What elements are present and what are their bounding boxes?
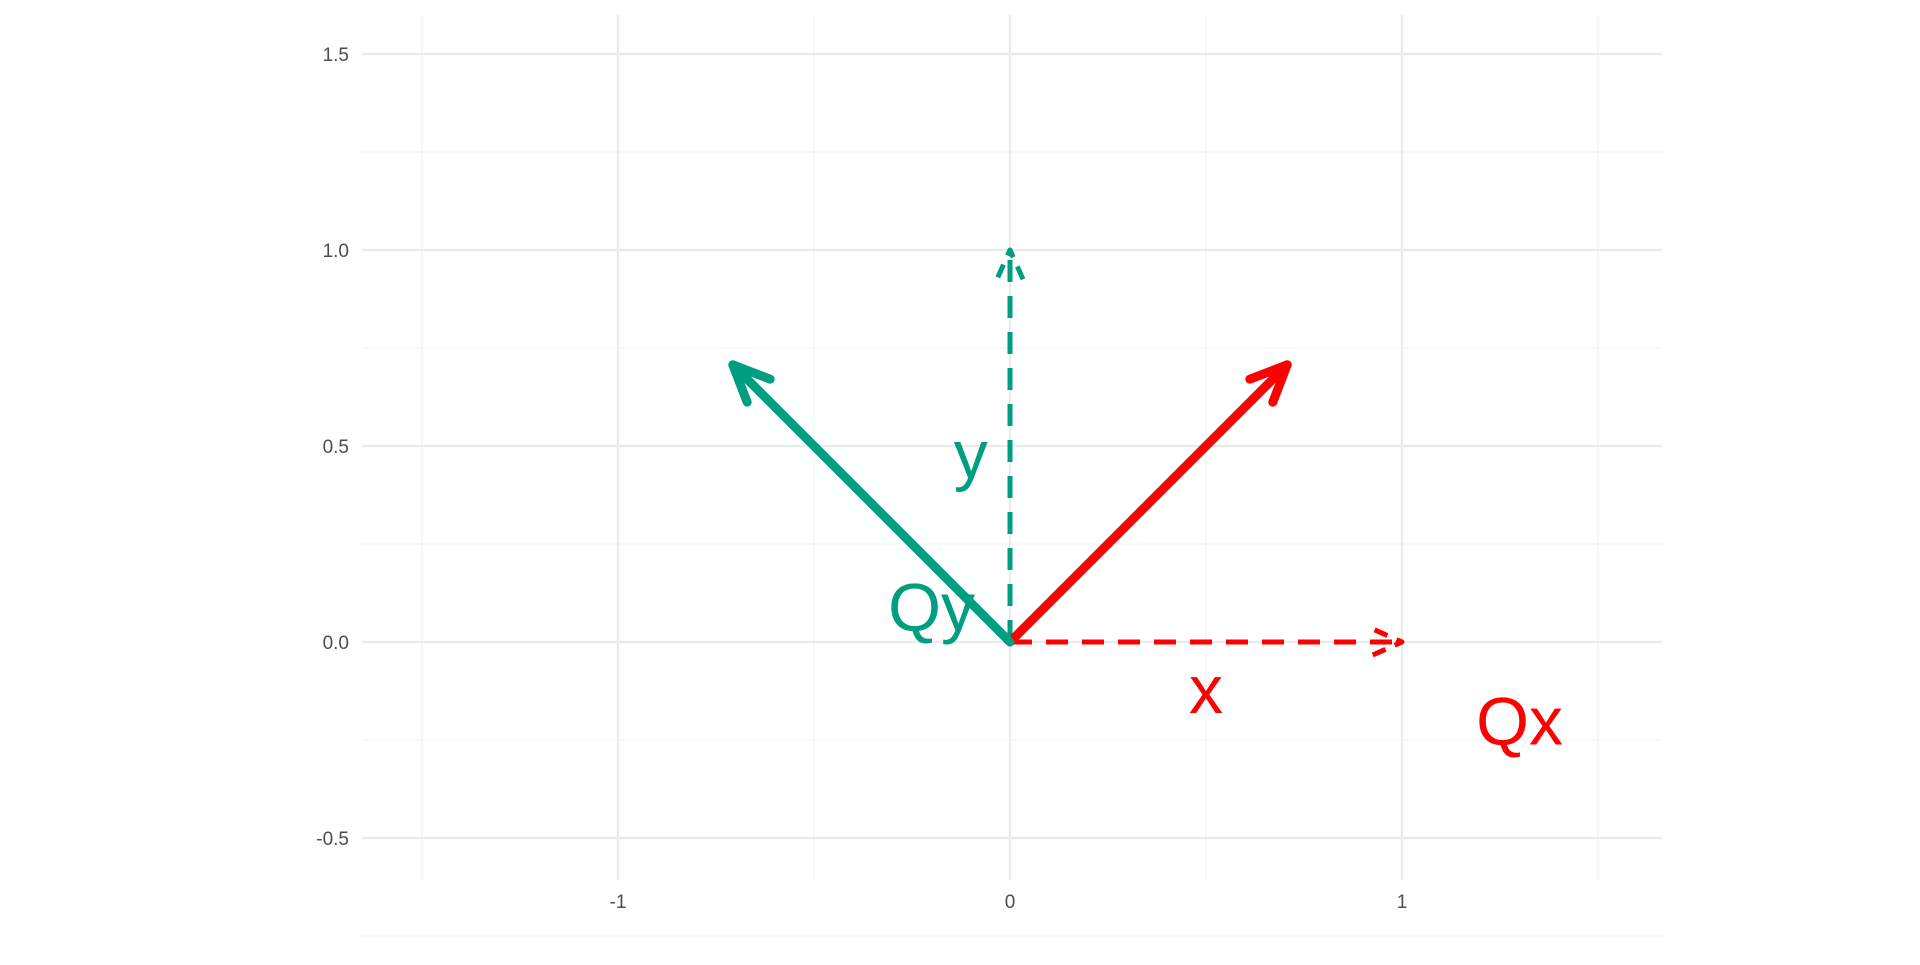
y-tick-label: 0.0 [323, 633, 349, 654]
vector-x-arrowhead [1371, 626, 1405, 658]
vector-label-qy: Qy [888, 570, 975, 646]
vector-label-layer: x yQx Qy [888, 417, 1563, 760]
vector-label-qx: Qx [1476, 683, 1563, 759]
vector-qy-arrowhead [728, 360, 775, 407]
vector-qx-arrowhead [1245, 360, 1292, 407]
vector-label-y: y [954, 417, 988, 493]
x-tick-label: -1 [610, 892, 627, 913]
y-tick-label: 1.0 [323, 241, 349, 262]
y-tick-label: -0.5 [316, 829, 349, 850]
x-tick-label: 0 [1005, 892, 1016, 913]
vector-qy [728, 360, 1015, 647]
axis-tick-labels: -1 0 1 -0.5 0.0 0.5 1.0 1.5 [316, 45, 1407, 913]
grid-layer [362, 15, 1662, 937]
vector-layer [728, 247, 1405, 658]
x-tick-label: 1 [1397, 892, 1408, 913]
vector-y [994, 247, 1026, 642]
vector-x [1010, 626, 1405, 658]
vector-qx-shaft [1005, 360, 1292, 647]
vector-label-x: x [1189, 652, 1223, 728]
y-tick-label: 0.5 [323, 437, 349, 458]
vector-y-arrowhead [994, 247, 1026, 281]
vector-qx [1005, 360, 1292, 647]
vector-qy-shaft [728, 360, 1015, 647]
y-tick-label: 1.5 [323, 45, 349, 66]
